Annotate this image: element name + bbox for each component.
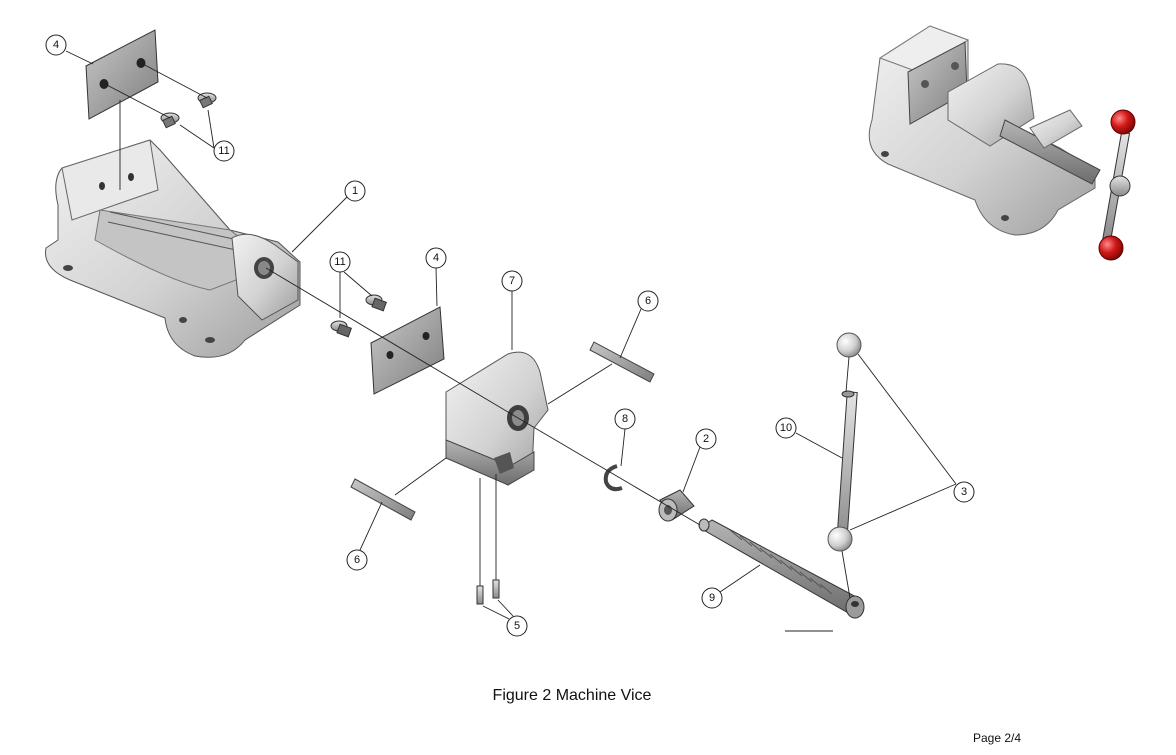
handle-ball-top [836,332,862,358]
callout-9-label: 9 [709,592,715,604]
callout-5: 5 [482,599,528,637]
page-number: Page 2/4 [973,731,1022,745]
assembled-vice-thumbnail [868,25,1131,243]
callout-7-label: 7 [509,275,515,287]
jaw-plate-top [85,29,159,120]
figure-caption: Figure 2 Machine Vice [492,687,652,704]
callout-3: 3 [849,353,975,531]
callout-4-top: 4 [45,34,94,65]
callout-8-label: 8 [622,413,628,425]
callout-9: 9 [701,564,761,609]
callout-4-mid-label: 4 [433,252,439,264]
callout-4-mid: 4 [425,247,447,307]
collar [658,489,695,522]
key-upper [589,341,655,383]
callout-7: 7 [501,270,523,350]
jaw-plate-mid [370,306,445,395]
screw-top-a [197,92,217,109]
callout-10-label: 10 [780,422,792,434]
callout-8: 8 [614,408,636,467]
callout-11-mid-label: 11 [334,256,345,268]
callout-6-upper: 6 [619,290,659,359]
callout-1-label: 1 [352,185,358,197]
vice-base-body [45,139,301,358]
lead-screw [698,518,865,619]
callout-3-label: 3 [961,486,967,498]
red-ball-bottom [1098,235,1124,261]
callout-5-label: 5 [514,620,520,632]
callout-11-top: 11 [179,109,235,162]
callout-2: 2 [682,428,717,493]
callout-10: 10 [775,417,843,459]
assembly-lines [104,62,851,632]
callout-11-mid: 11 [329,251,373,318]
screw-mid-a [365,294,387,312]
callout-2-label: 2 [703,433,709,445]
handle-ball-bottom [827,526,853,552]
callout-6-upper-label: 6 [645,295,651,307]
callout-6-lower: 6 [346,501,383,571]
retaining-ring [603,464,623,492]
key-lower [350,478,416,521]
moving-jaw [445,351,549,486]
callout-6-lower-label: 6 [354,554,360,566]
handle-bar [836,390,858,543]
callout-4-top-label: 4 [53,39,59,51]
red-ball-top [1110,109,1136,135]
callout-1: 1 [291,180,366,253]
callout-11-top-label: 11 [218,145,229,157]
screw-mid-b [330,320,352,338]
